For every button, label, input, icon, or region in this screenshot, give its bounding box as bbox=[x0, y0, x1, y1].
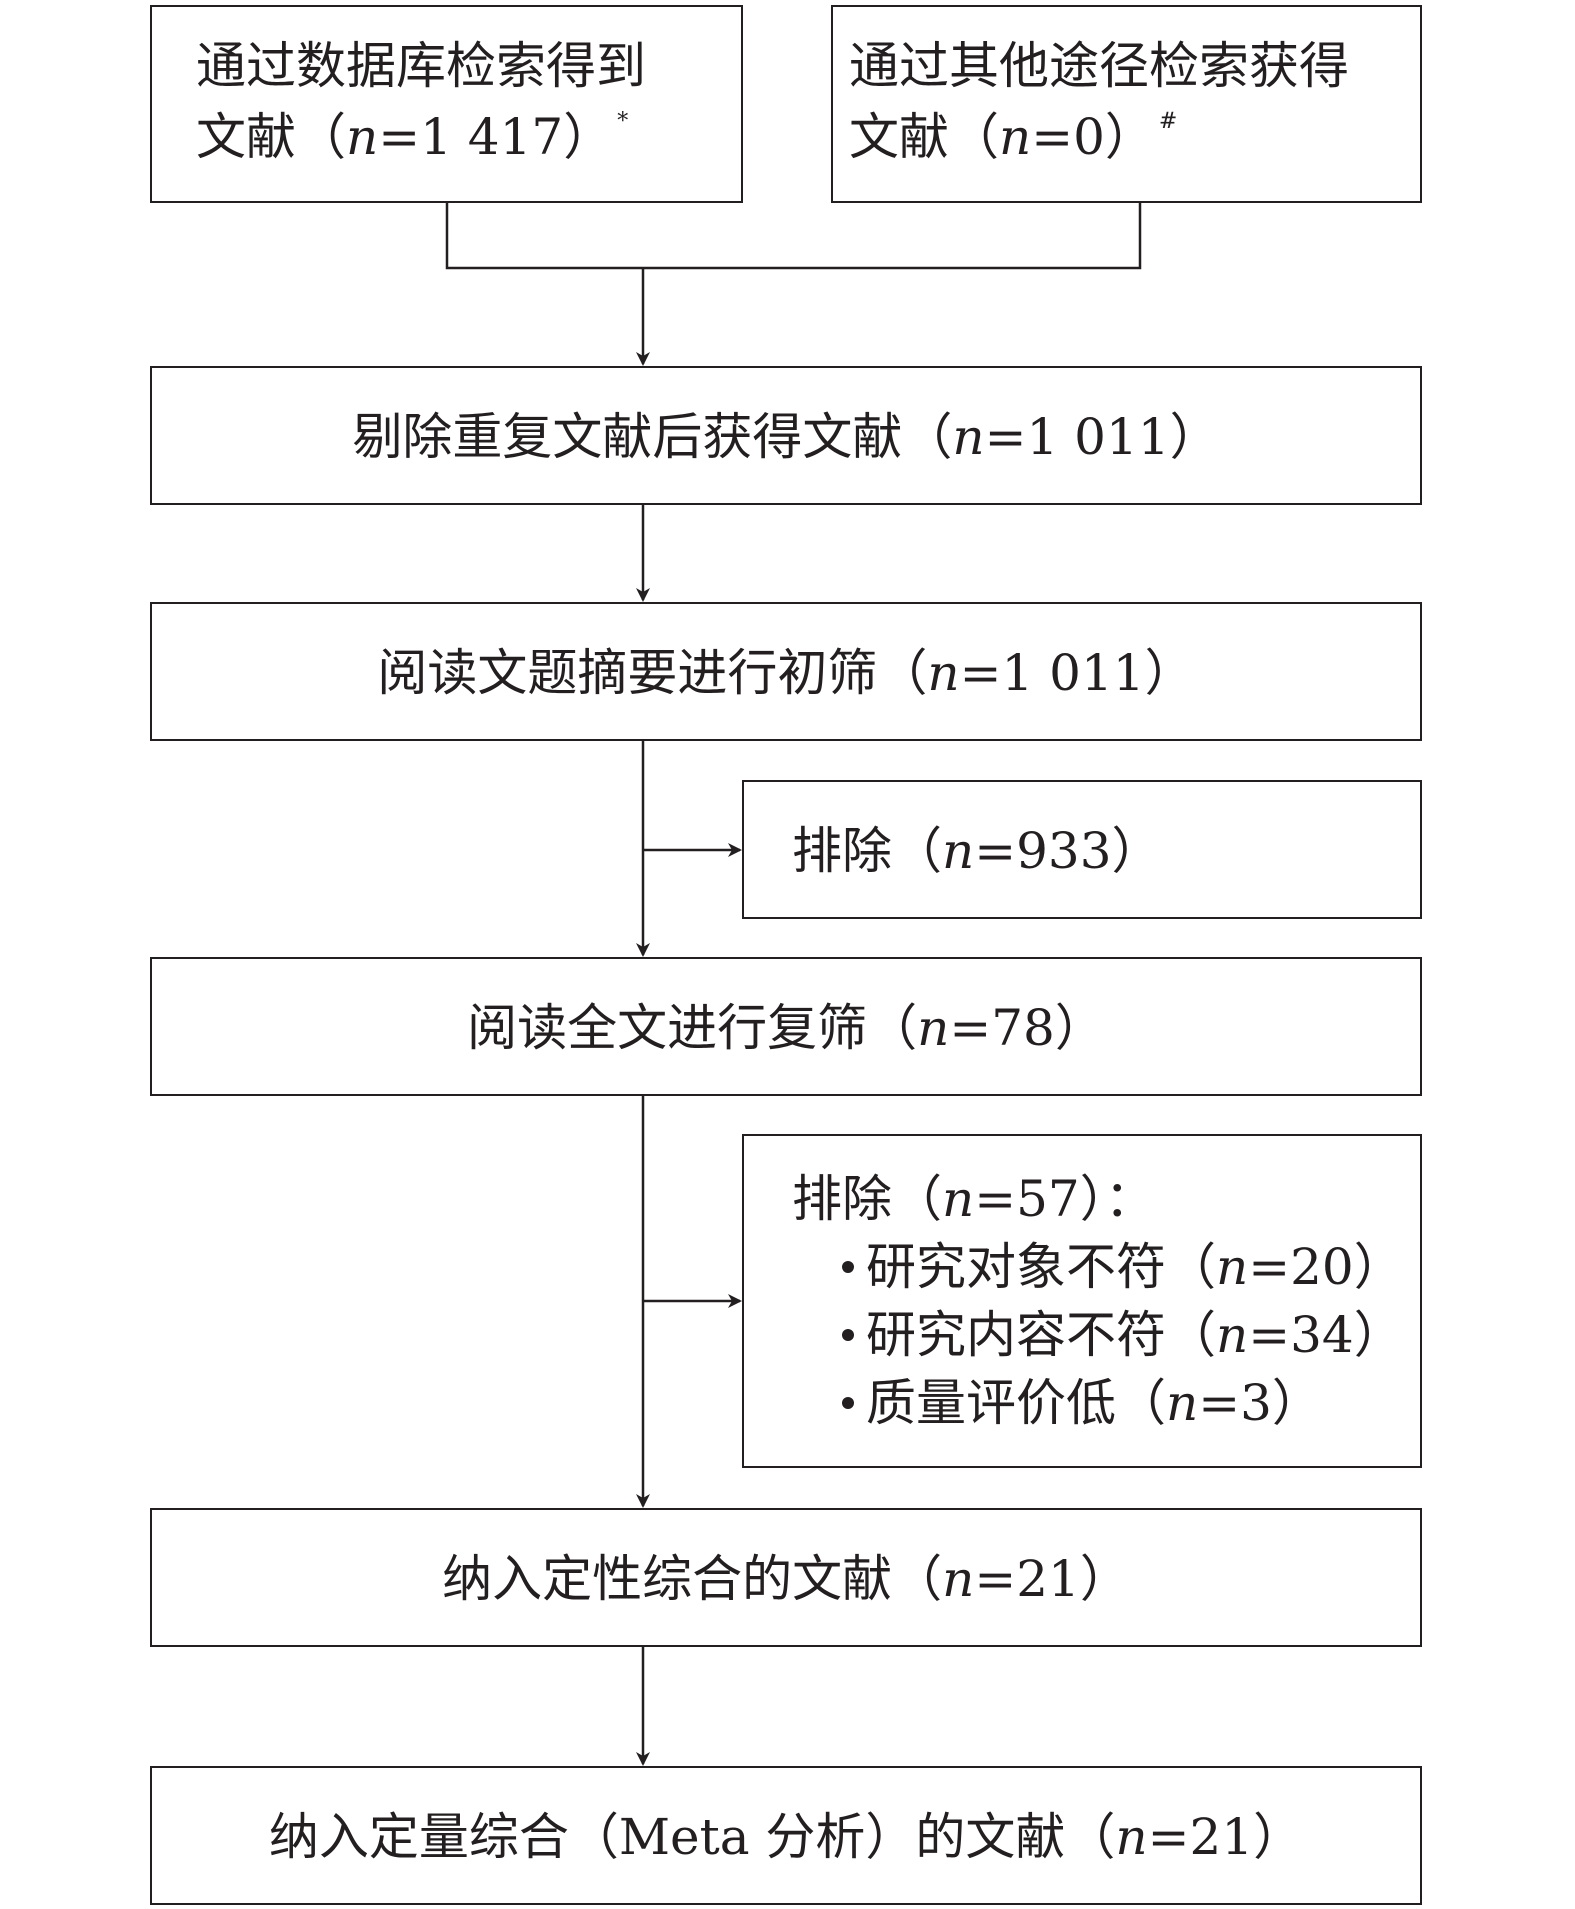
other-sources-line1: 通过其他途径检索获得 bbox=[849, 37, 1349, 95]
dedup-text: 剔除重复文献后获得文献（n=1 011） bbox=[352, 408, 1220, 466]
exclusion-box-2: 排除（n=57）： 研究对象不符（n=20） 研究内容不符（n=34） 质量评价… bbox=[742, 1134, 1422, 1468]
qualitative-synthesis-box: 纳入定性综合的文献（n=21） bbox=[150, 1508, 1422, 1647]
bullet-icon bbox=[842, 1329, 854, 1341]
exclusion-reason-item: 研究内容不符（n=34） bbox=[842, 1310, 1404, 1360]
database-search-line1: 通过数据库检索得到 bbox=[196, 37, 646, 95]
exclusion-2-heading: 排除（n=57）： bbox=[792, 1170, 1155, 1228]
exclusion-1-text: 排除（n=933） bbox=[792, 822, 1162, 880]
quantitative-synthesis-text: 纳入定量综合（Meta 分析）的文献（n=21） bbox=[268, 1808, 1304, 1866]
exclusion-reason-item: 质量评价低（n=3） bbox=[842, 1378, 1322, 1428]
other-sources-box: 通过其他途径检索获得 文献（n=0）# bbox=[831, 5, 1422, 203]
fulltext-review-text: 阅读全文进行复筛（n=78） bbox=[467, 999, 1105, 1057]
screening-box: 阅读文题摘要进行初筛（n=1 011） bbox=[150, 602, 1422, 741]
bullet-icon bbox=[842, 1261, 854, 1273]
database-search-line2: 文献（n=1 417）* bbox=[196, 108, 629, 166]
fulltext-review-box: 阅读全文进行复筛（n=78） bbox=[150, 957, 1422, 1096]
hash-mark: # bbox=[1158, 109, 1178, 134]
exclusion-reason-item: 研究对象不符（n=20） bbox=[842, 1242, 1404, 1292]
screening-text: 阅读文题摘要进行初筛（n=1 011） bbox=[377, 644, 1195, 702]
other-sources-line2: 文献（n=0）# bbox=[849, 108, 1178, 166]
exclusion-box-1: 排除（n=933） bbox=[742, 780, 1422, 919]
bullet-icon bbox=[842, 1397, 854, 1409]
dedup-box: 剔除重复文献后获得文献（n=1 011） bbox=[150, 366, 1422, 505]
merge-connector bbox=[445, 202, 1142, 270]
qualitative-synthesis-text: 纳入定性综合的文献（n=21） bbox=[442, 1550, 1130, 1608]
database-search-box: 通过数据库检索得到 文献（n=1 417）* bbox=[150, 5, 743, 203]
asterisk-mark: * bbox=[617, 109, 629, 134]
quantitative-synthesis-box: 纳入定量综合（Meta 分析）的文献（n=21） bbox=[150, 1766, 1422, 1905]
